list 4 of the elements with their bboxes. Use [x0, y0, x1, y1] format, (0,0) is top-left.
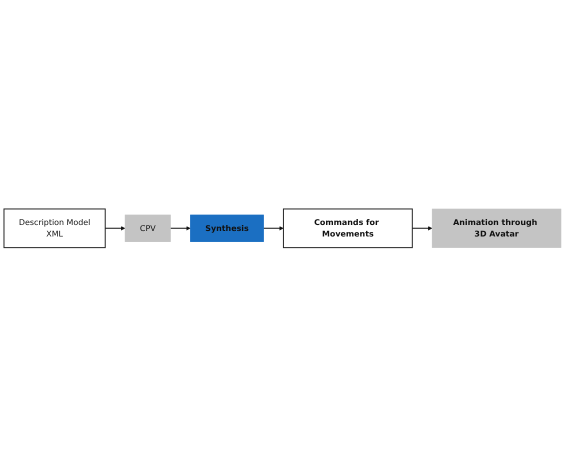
arrow: [170, 226, 191, 231]
arrow: [412, 226, 432, 231]
arrow: [263, 226, 284, 231]
arrow: [104, 226, 126, 231]
